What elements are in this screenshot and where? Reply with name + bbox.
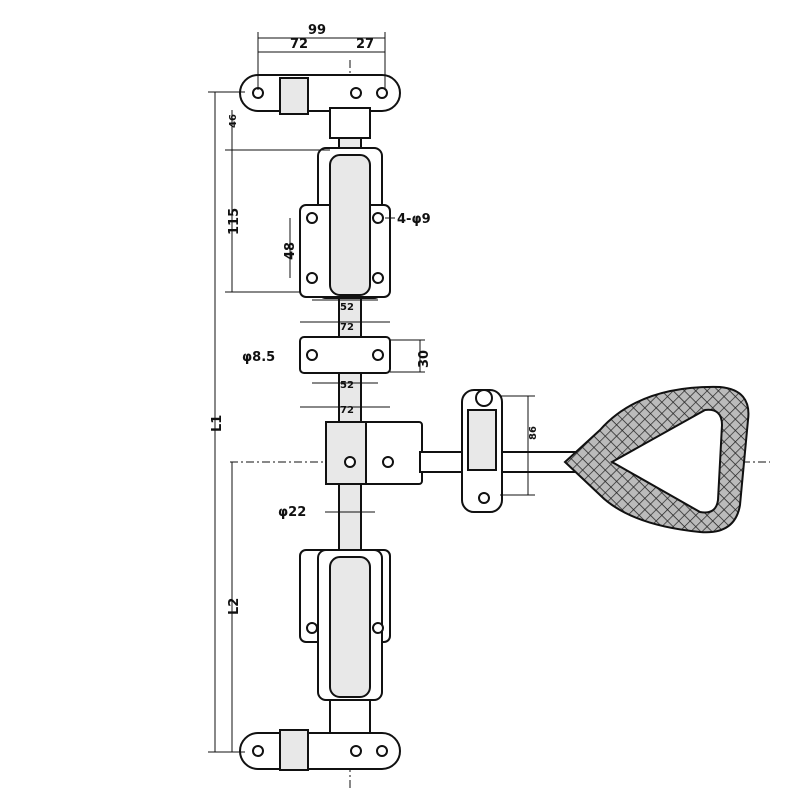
- top-end-link: [239, 74, 401, 139]
- dim-52-guide: 52: [340, 380, 354, 391]
- dim-48: 48: [283, 242, 298, 260]
- dim-phi8-5: φ8.5: [242, 350, 275, 365]
- dimension-lines: [208, 32, 535, 753]
- dim-99: 99: [308, 23, 326, 38]
- handle-hub: [325, 421, 423, 485]
- bottom-end-link: [239, 699, 401, 771]
- dim-115: 115: [227, 208, 242, 235]
- dim-86: 86: [528, 426, 539, 440]
- top-bracket: [299, 147, 391, 299]
- dim-46: 46: [228, 114, 239, 128]
- triangle-handle: [563, 385, 750, 534]
- dim-27: 27: [356, 37, 374, 52]
- dim-30: 30: [417, 350, 432, 368]
- dim-72-guide: 72: [340, 405, 354, 416]
- dim-L2: L2: [227, 598, 242, 615]
- dim-4-phi9: 4-φ9: [397, 212, 431, 227]
- dim-72-top: 72: [290, 37, 308, 52]
- dim-52-bracket: 52: [340, 302, 354, 313]
- dim-72-bracket: 72: [340, 322, 354, 333]
- rod-guide: [299, 336, 391, 374]
- bottom-bracket: [299, 549, 391, 701]
- dim-phi22: φ22: [278, 505, 306, 520]
- handle-catch: [461, 389, 503, 513]
- dim-L1: L1: [210, 415, 225, 432]
